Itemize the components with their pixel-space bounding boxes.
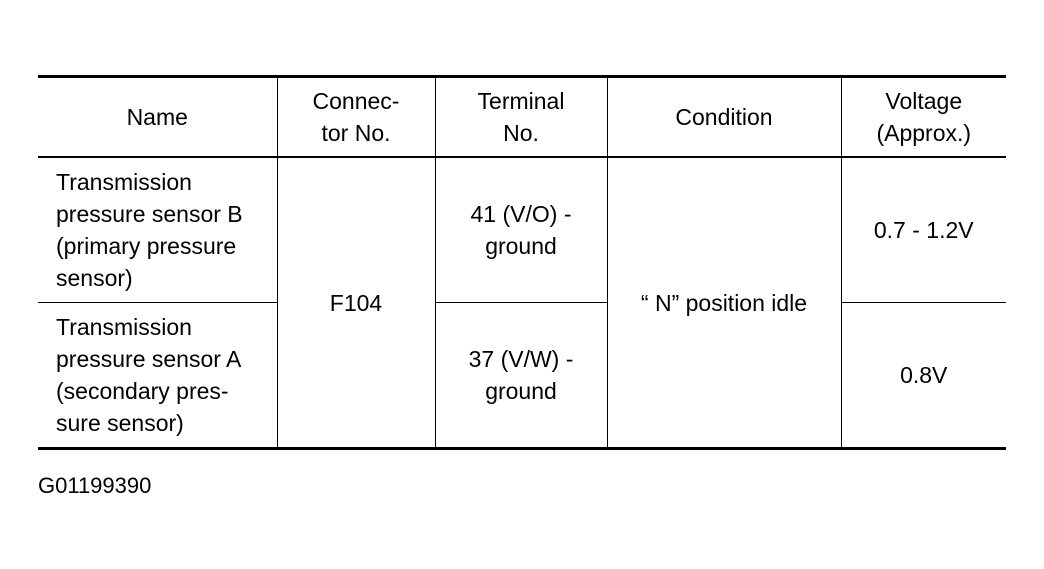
cell-name: Transmission pressure sensor A (secondar… bbox=[38, 302, 278, 450]
header-voltage: Voltage (Approx.) bbox=[840, 75, 1006, 158]
cell-voltage: 0.8V bbox=[840, 302, 1006, 450]
table-row: Transmission pressure sensor A (secondar… bbox=[38, 302, 1006, 450]
cell-connector-no: F104 bbox=[276, 157, 436, 450]
cell-terminal-no: 41 (V/O) - ground bbox=[434, 157, 608, 303]
header-connector-no: Connec- tor No. bbox=[276, 75, 436, 158]
table-row: Transmission pressure sensor B (primary … bbox=[38, 157, 1006, 450]
cell-voltage: 0.7 - 1.2V bbox=[840, 157, 1006, 303]
cell-name: Transmission pressure sensor B (primary … bbox=[38, 157, 278, 303]
figure-id: G01199390 bbox=[38, 473, 152, 498]
header-name: Name bbox=[38, 75, 278, 158]
cell-condition: “ N” position idle bbox=[606, 157, 842, 450]
header-terminal-no: Terminal No. bbox=[434, 75, 608, 158]
cell-terminal-no: 37 (V/W) - ground bbox=[434, 302, 608, 450]
header-condition: Condition bbox=[606, 75, 842, 158]
spec-table: Name Connec- tor No. Terminal No. Condit… bbox=[38, 75, 1006, 450]
header-row: Name Connec- tor No. Terminal No. Condit… bbox=[38, 75, 1006, 158]
